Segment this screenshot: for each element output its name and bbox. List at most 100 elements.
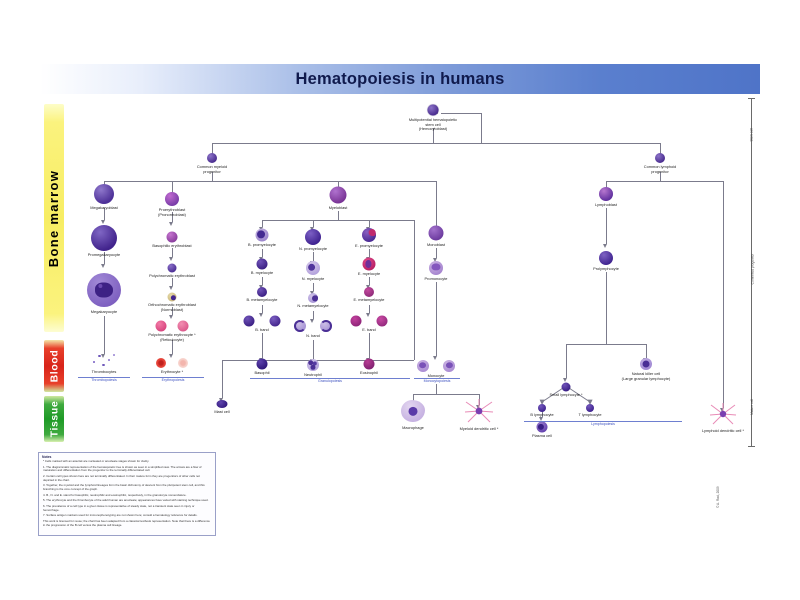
node-promegakaryocyte[interactable]: Promegakaryocyte	[58, 225, 150, 258]
node-n-metamyelocyte[interactable]: N. metamyelocyte	[267, 293, 359, 309]
node-monocyte[interactable]: Monocyte	[390, 360, 482, 379]
node-common-lymphoid-progenitor[interactable]: Common lymphoid progenitor	[614, 153, 706, 174]
arrow-erythrocyte	[169, 354, 174, 358]
node-myeloid-dendritic-cell[interactable]: Myeloid dendritic cell *	[433, 399, 525, 432]
node-neutrophil[interactable]: Neutrophil	[267, 359, 359, 378]
node-proerythroblast[interactable]: Proerythroblast (Pronormoblast)	[126, 192, 218, 217]
node-natural-killer-cell[interactable]: Natural killer cell (Large granular lymp…	[600, 358, 692, 381]
node-macrophage[interactable]: Macrophage	[367, 400, 459, 431]
node-thrombocytes[interactable]: Thrombocytes	[58, 354, 150, 375]
small-lymphocyte-label: Small lymphocyte *	[549, 392, 583, 397]
node-plasma-cell[interactable]: Plasma cell	[496, 421, 588, 439]
e-band-label: E. band	[362, 327, 376, 332]
notes-body: * Cells marked with an asterisk are nucl…	[39, 459, 215, 527]
n-band-label: N. band	[306, 333, 320, 338]
node-b-metamyelocyte[interactable]: B. metamyelocyte	[216, 287, 308, 303]
bus-to-myeloblast	[338, 181, 339, 188]
conn-monoblast-promonocyte	[436, 248, 437, 258]
conn-e-promy-myelo	[369, 249, 370, 257]
node-polychromatic-erythrocyte[interactable]: Polychromatic erythrocyte * (Reticulocyt…	[126, 320, 218, 342]
node-e-band[interactable]: E. band	[323, 315, 415, 333]
node-b-myelocyte[interactable]: B. myelocyte	[216, 258, 308, 276]
eosinophil-label: Eosinophil	[360, 370, 378, 375]
node-eosinophil[interactable]: Eosinophil	[323, 358, 415, 376]
node-monoblast[interactable]: Monoblast	[390, 225, 482, 248]
node-t-lymphocyte[interactable]: T lymphocyte	[544, 404, 636, 418]
page-title: Hematopoiesis in humans	[295, 69, 505, 88]
node-b-promyelocyte[interactable]: B. promyelocyte	[216, 228, 308, 248]
note-line: 7. Surface antigen markers used for immu…	[43, 513, 198, 518]
neutrophil-label: Neutrophil	[304, 372, 322, 377]
node-n-promyelocyte[interactable]: N. promyelocyte	[267, 229, 359, 252]
scale-rail	[751, 98, 752, 446]
note-line: * Cells marked with an asterisk are nucl…	[43, 459, 150, 463]
conn-b-meta-band	[262, 305, 263, 313]
arrow-prolymphocyte	[603, 244, 608, 248]
node-orthochromatic-erythroblast[interactable]: Orthochromatic erythroblast (Normoblast)	[126, 292, 218, 312]
arrow-small-lymphocyte	[563, 378, 568, 382]
n-metamyelocyte-label: N. metamyelocyte	[297, 303, 329, 308]
note-line: 2. Certain cell types shown here are not…	[43, 473, 200, 482]
node-hsc[interactable]: Multipotential hematopoietic stem cell (…	[387, 104, 479, 132]
band-thrombopoiesis-label: Thrombopoiesis	[91, 378, 117, 382]
mast-cell-lead	[222, 360, 414, 361]
conn-e-meta-band	[369, 305, 370, 313]
node-b-band[interactable]: B. band	[216, 315, 308, 333]
conn-b-myelo-meta	[262, 277, 263, 285]
node-common-myeloid-progenitor[interactable]: Common myeloid progenitor	[166, 153, 258, 174]
notes-header: Notes	[42, 455, 52, 459]
conn-baso-poly	[172, 248, 173, 257]
node-e-promyelocyte[interactable]: E. promyelocyte	[323, 228, 415, 249]
band-granulopoiesis-line	[250, 378, 410, 379]
node-erythrocyte[interactable]: Erythrocyte *	[126, 358, 218, 375]
bus-to-nk-cell	[646, 344, 647, 358]
hsc-split-bus	[212, 143, 660, 144]
node-basophil[interactable]: Basophil	[216, 358, 308, 376]
bus-to-small-lymphocyte	[566, 344, 567, 378]
prolymphocyte-stem	[606, 272, 607, 344]
node-lymphoblast[interactable]: Lymphoblast	[560, 187, 652, 208]
node-megakaryocyte[interactable]: Megakaryocyte	[58, 273, 150, 315]
rail-label-stem-cell: Stem cell	[749, 128, 754, 142]
node-n-band[interactable]: N. band	[267, 320, 359, 339]
node-polychromatic-erythroblast[interactable]: Polychromatic erythroblast	[126, 263, 218, 279]
mast-cell-drop	[222, 360, 223, 398]
node-promonocyte[interactable]: Promonocyte	[390, 261, 482, 282]
node-prolymphocyte[interactable]: Prolymphocyte	[560, 251, 652, 272]
monoblast-label: Monoblast	[427, 242, 445, 247]
hsc-loop-right	[481, 113, 482, 143]
node-basophilic-erythroblast[interactable]: Basophilic erythroblast	[126, 231, 218, 249]
b-promyelocyte-label: B. promyelocyte	[248, 242, 276, 247]
node-megakaryoblast[interactable]: Megakaryoblast	[58, 184, 150, 211]
conn-e-myelo-meta	[369, 277, 370, 285]
ortho-eryth-label: Orthochromatic erythroblast (Normoblast)	[147, 302, 196, 312]
arrow-promonocyte	[433, 258, 438, 262]
copyright-notice: © A. Rad, 2009	[716, 486, 720, 508]
node-e-metamyelocyte[interactable]: E. metamyelocyte	[323, 287, 415, 303]
hsc-label: Multipotential hematopoietic stem cell (…	[408, 117, 458, 132]
node-b-lymphocyte[interactable]: B lymphocyte	[496, 404, 588, 418]
clp-label: Common lymphoid progenitor	[643, 164, 677, 174]
arrow-promegakaryocyte	[101, 220, 106, 224]
note-line: 4. B., N. and E. stand for basophilic, n…	[43, 492, 187, 497]
poly-eryth-label: Polychromatic erythroblast	[149, 273, 195, 278]
lymphoblast-label: Lymphoblast	[595, 202, 617, 207]
band-monocytopoiesis-label: Monocytopoiesis	[423, 379, 451, 383]
myeloblast-stem	[338, 211, 339, 220]
hsc-stem	[433, 128, 434, 143]
node-lymphoid-dendritic-cell[interactable]: Lymphoid dendritic cell *	[677, 403, 769, 434]
compartment-tissue: Tissue	[44, 396, 64, 442]
hsc-loop-top	[441, 113, 481, 114]
band-lymphopoiesis-label: Lymphopoiesis	[591, 422, 615, 426]
bus-to-monoblast	[436, 181, 437, 226]
node-mast-cell[interactable]: Mast cell	[176, 400, 268, 415]
arrow-e-band	[366, 313, 371, 317]
node-e-myelocyte[interactable]: E. myelocyte	[323, 257, 415, 277]
bus-to-proerythroblast	[172, 181, 173, 194]
node-small-lymphocyte[interactable]: Small lymphocyte *	[520, 382, 612, 398]
node-myeloblast[interactable]: Myeloblast	[292, 186, 384, 211]
notes-box: Notes * Cells marked with an asterisk ar…	[38, 452, 216, 536]
node-n-myelocyte[interactable]: N. myelocyte	[267, 261, 359, 282]
bus-to-e-promyelocyte	[369, 220, 370, 227]
conn-b-lymphocyte-plasma	[542, 409, 543, 417]
